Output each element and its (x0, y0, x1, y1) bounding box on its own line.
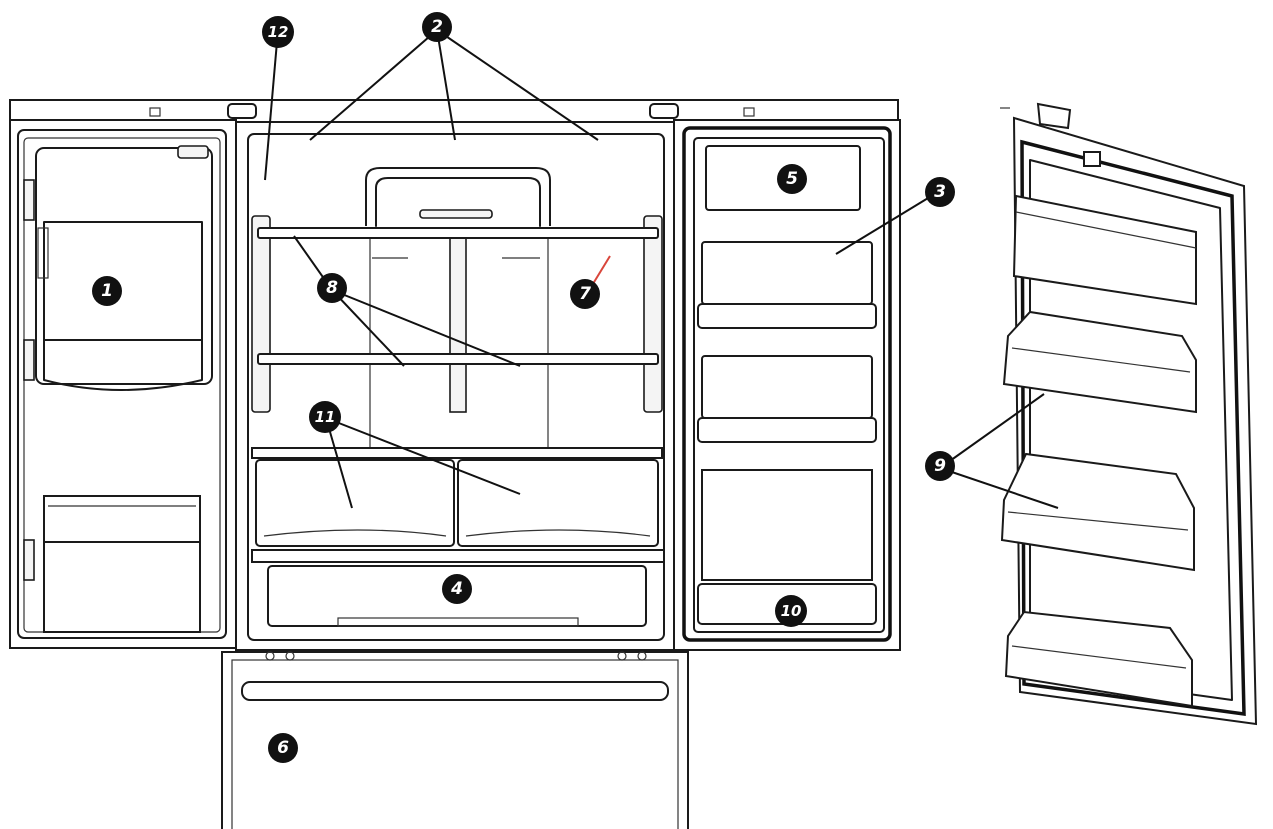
callout-2: 2 (422, 12, 452, 42)
svg-text:4: 4 (450, 579, 463, 599)
callout-3: 3 (925, 177, 955, 207)
crisper-drawers (255, 459, 659, 547)
callout-6: 6 (268, 733, 298, 763)
callout-12: 12 (262, 16, 294, 48)
door-detail (1000, 102, 1258, 726)
svg-text:3: 3 (934, 182, 946, 202)
svg-text:12: 12 (268, 23, 289, 41)
callout-markers: 1 2 3 4 5 6 7 8 (92, 12, 955, 763)
fresh-food-compartment (235, 121, 677, 651)
glass-shelves (257, 227, 659, 365)
svg-text:5: 5 (786, 169, 798, 189)
callout-7: 7 (570, 279, 600, 309)
callout-5: 5 (777, 164, 807, 194)
svg-text:1: 1 (101, 281, 113, 301)
right-door-bins (697, 241, 877, 625)
leader-lines (264, 29, 1059, 509)
svg-text:10: 10 (781, 602, 802, 620)
svg-text:2: 2 (431, 17, 443, 37)
door-bins (1000, 310, 1197, 708)
svg-text:9: 9 (934, 456, 946, 476)
left-door-bin (43, 495, 201, 633)
callout-1: 1 (92, 276, 122, 306)
svg-text:11: 11 (315, 408, 336, 426)
ice-dispenser (35, 145, 213, 391)
svg-text:7: 7 (579, 284, 591, 304)
svg-text:6: 6 (277, 738, 289, 758)
callout-9: 9 (925, 451, 955, 481)
callout-10: 10 (775, 595, 807, 627)
freezer-drawer (221, 651, 689, 829)
left-door (9, 119, 237, 649)
callout-8: 8 (317, 273, 347, 303)
callout-4: 4 (442, 574, 472, 604)
right-door (673, 119, 901, 651)
svg-text:8: 8 (326, 278, 338, 298)
callout-11: 11 (309, 401, 341, 433)
